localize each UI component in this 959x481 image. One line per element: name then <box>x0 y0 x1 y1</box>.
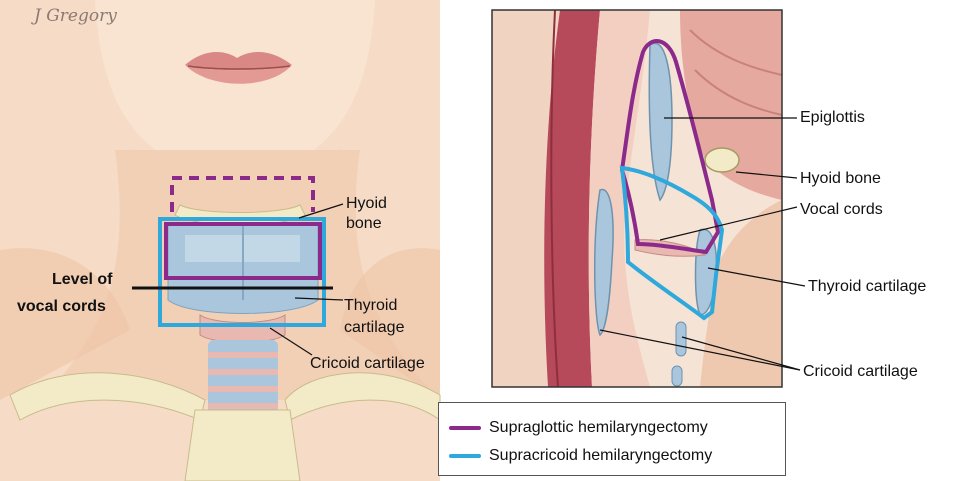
legend-item-supraglottic: Supraglottic hemilaryngectomy <box>449 417 708 439</box>
label-vocal-cords: Vocal cords <box>800 200 883 219</box>
label-level-of-vocal-cords-line2: vocal cords <box>17 297 106 316</box>
label-epiglottis: Epiglottis <box>800 108 865 127</box>
pharynx-wall <box>544 10 600 387</box>
thyroid-cartilage-section <box>696 229 717 315</box>
legend-item-supracricoid: Supracricoid hemilaryngectomy <box>449 445 712 467</box>
airway <box>589 10 650 387</box>
tongue-base <box>680 10 782 200</box>
label-hyoid-bone-line2: bone <box>346 214 382 233</box>
legend-box: Supraglottic hemilaryngectomy Supracrico… <box>438 402 786 476</box>
supracricoid-outline-section <box>622 168 722 318</box>
artist-signature: J Gregory <box>34 6 117 26</box>
label-hyoid-bone-line1: Hyoid <box>346 194 387 213</box>
label-thyroid-cartilage-right: Thyroid cartilage <box>808 277 926 296</box>
label-level-of-vocal-cords-line1: Level of <box>52 270 112 289</box>
label-cricoid-cartilage-right: Cricoid cartilage <box>803 362 918 381</box>
legend-label-supracricoid: Supracricoid hemilaryngectomy <box>489 447 712 465</box>
cricoid-posterior <box>595 190 613 335</box>
neck-illustration <box>0 0 480 481</box>
epiglottis <box>649 43 672 200</box>
label-thyroid-cartilage-line1: Thyroid <box>344 296 397 315</box>
section-panel-border <box>492 10 782 387</box>
sternum <box>185 410 300 481</box>
label-cricoid-cartilage-left: Cricoid cartilage <box>310 354 425 373</box>
supracricoid-swatch <box>449 454 481 458</box>
label-hyoid-bone-right: Hyoid bone <box>800 169 881 188</box>
legend-label-supraglottic: Supraglottic hemilaryngectomy <box>489 419 708 437</box>
hyoid-bone-section <box>705 148 739 172</box>
supraglottic-outline-section <box>622 41 718 252</box>
vocal-cords-section <box>635 240 705 257</box>
supraglottic-swatch <box>449 426 481 430</box>
label-thyroid-cartilage-line2: cartilage <box>344 318 404 337</box>
